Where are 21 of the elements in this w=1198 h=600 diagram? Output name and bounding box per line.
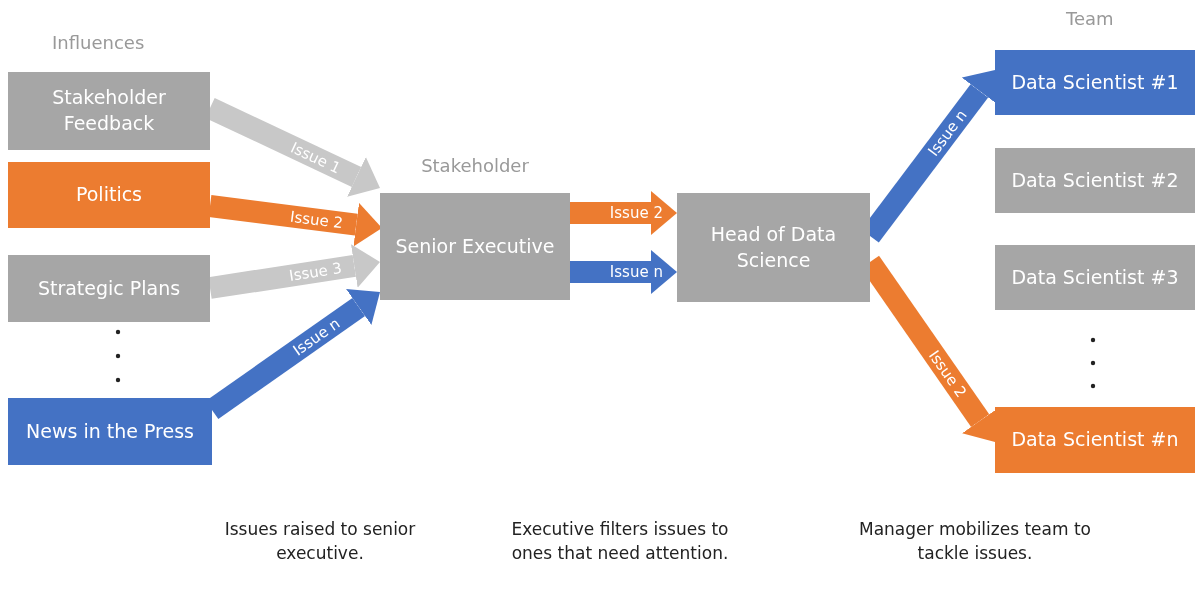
process-box: Data Scientist #3: [995, 245, 1195, 310]
caption-text: Executive filters issues to ones that need attention.: [510, 518, 730, 565]
column-heading: Influences: [52, 32, 145, 53]
edge-label: Issue 2: [289, 207, 345, 232]
process-box: Data Scientist #2: [995, 148, 1195, 213]
arrow: [570, 250, 677, 294]
process-box: News in the Press: [8, 398, 212, 465]
process-box: Senior Executive: [380, 193, 570, 300]
process-box: Politics: [8, 162, 210, 228]
arrow: [570, 191, 677, 235]
process-box: Head of Data Science: [677, 193, 870, 302]
edge-label: Issue n: [609, 263, 663, 281]
column-heading: Team: [1066, 8, 1114, 29]
group-heading: Stakeholder: [420, 155, 530, 176]
caption-text: Manager mobilizes team to tackle issues.: [857, 518, 1093, 565]
process-box: Stakeholder Feedback: [8, 72, 210, 150]
caption-text: Issues raised to senior executive.: [223, 518, 417, 565]
process-box: Strategic Plans: [8, 255, 210, 322]
process-box: Data Scientist #1: [995, 50, 1195, 115]
process-box: Data Scientist #n: [995, 407, 1195, 473]
edge-label: Issue 2: [609, 204, 663, 222]
